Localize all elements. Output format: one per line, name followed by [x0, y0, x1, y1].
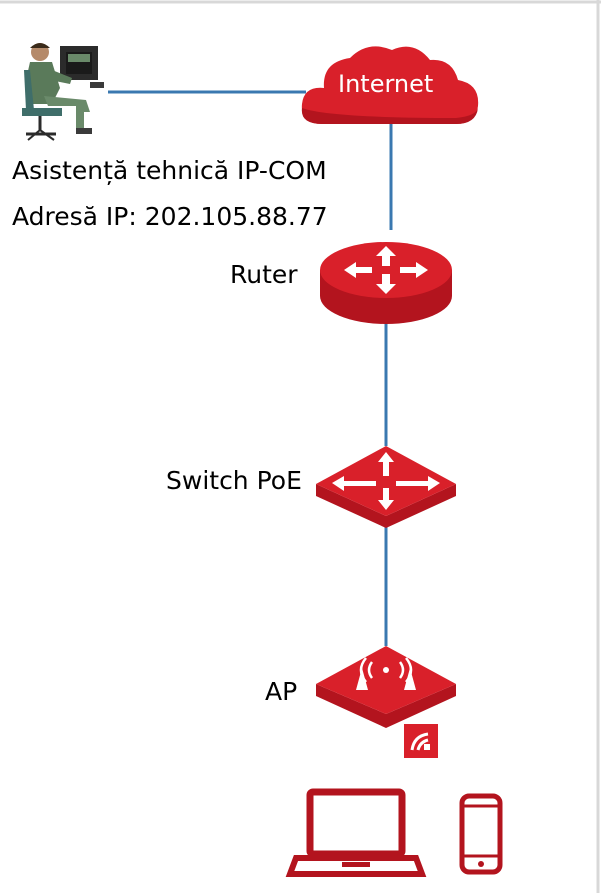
router-label: Ruter [230, 260, 298, 289]
switch-icon [316, 446, 456, 528]
switch-label: Switch PoE [166, 466, 302, 495]
internet-label: Internet [338, 70, 434, 98]
support-ip-label: Adresă IP: 202.105.88.77 [12, 202, 328, 231]
technician-icon [22, 43, 104, 141]
laptop-icon [285, 788, 427, 877]
phone-icon [459, 793, 503, 875]
cloud-icon [301, 46, 479, 124]
access-point-icon [316, 646, 456, 728]
ap-label: AP [265, 677, 298, 706]
support-name-label: Asistență tehnică IP-COM [12, 156, 327, 185]
wifi-badge-icon [404, 724, 438, 758]
router-icon [320, 242, 452, 324]
